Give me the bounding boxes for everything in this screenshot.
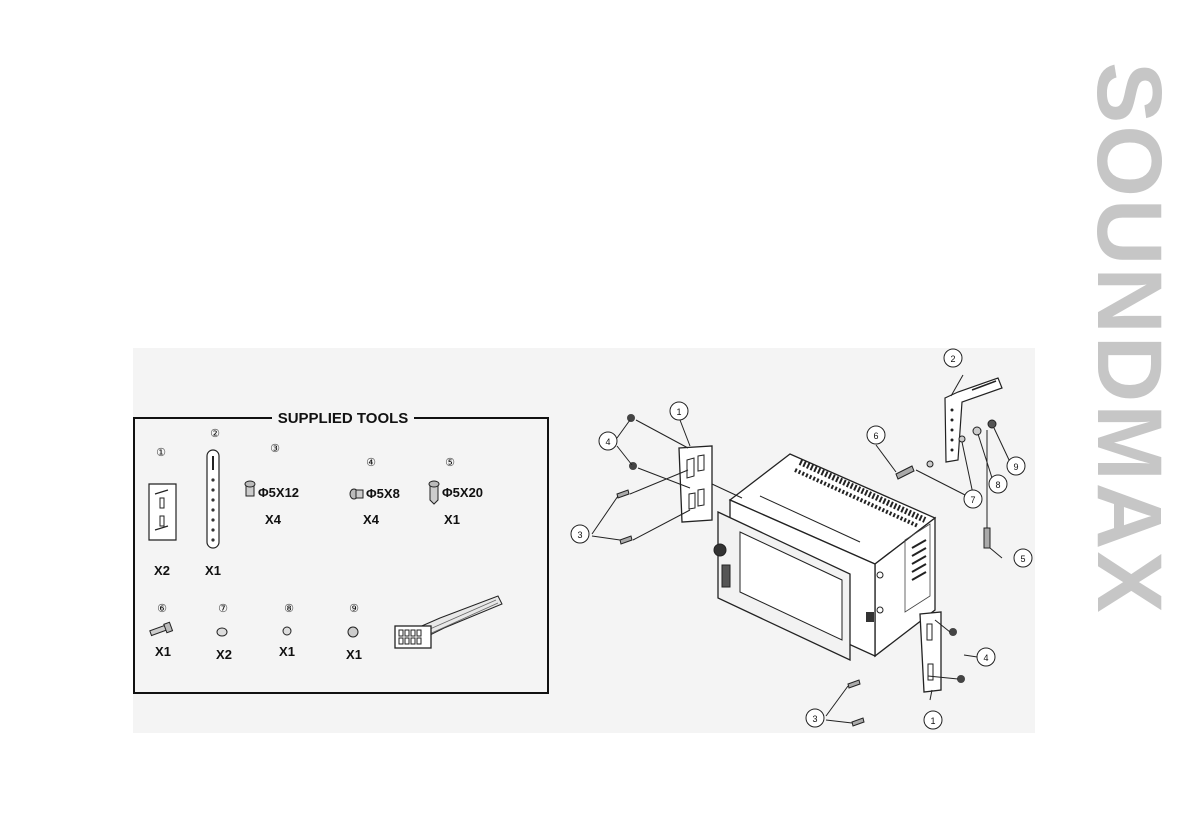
brand-logo: SOUNDMAX (1078, 62, 1180, 615)
long-screw-icon (428, 480, 440, 505)
callout-1-bottom: 1 (923, 710, 943, 730)
tool-number-2: ② (210, 428, 220, 440)
svg-text:5: 5 (1020, 554, 1025, 564)
callout-5: 5 (1013, 548, 1033, 568)
wiring-harness-icon (394, 595, 503, 649)
tool-number-7: ⑦ (218, 603, 228, 615)
head-unit (713, 453, 937, 662)
callout-3-top: 3 (570, 524, 590, 544)
tool-qty-3: X4 (265, 512, 282, 527)
svg-text:4: 4 (605, 437, 610, 447)
callout-7: 7 (963, 489, 983, 509)
tool-number-9: ⑨ (349, 603, 359, 615)
spring-washer-icon (282, 626, 292, 636)
short-screw-icon (349, 488, 364, 500)
tool-number-4: ④ (366, 457, 376, 469)
tools-title: SUPPLIED TOOLS (278, 410, 409, 427)
tool-number-6: ⑥ (157, 603, 167, 615)
callout-6: 6 (866, 425, 886, 445)
svg-text:7: 7 (970, 495, 975, 505)
svg-text:3: 3 (812, 714, 817, 724)
svg-text:2: 2 (950, 354, 955, 364)
tool-number-5: ⑤ (445, 457, 455, 469)
tool-spec-3: Φ5X12 (258, 485, 299, 500)
screws (616, 414, 997, 727)
washer-icon (216, 627, 228, 637)
svg-text:8: 8 (995, 480, 1000, 490)
callout-1-top: 1 (669, 401, 689, 421)
callout-8: 8 (988, 474, 1008, 494)
tool-qty-7: X2 (216, 647, 232, 662)
brand-text: SOUNDMAX (1078, 62, 1180, 615)
tool-spec-5: Φ5X20 (442, 485, 483, 500)
callout-9: 9 (1006, 456, 1026, 476)
tool-number-3: ③ (270, 443, 280, 455)
svg-text:1: 1 (676, 407, 681, 417)
leader-lines (591, 374, 1011, 724)
svg-text:4: 4 (983, 653, 988, 663)
callout-4-top: 4 (598, 431, 618, 451)
tool-qty-6: X1 (155, 644, 171, 659)
exploded-assembly: 1 4 3 2 6 9 8 (570, 348, 1033, 730)
bracket-icon (148, 483, 177, 541)
callout-3-bottom: 3 (805, 708, 825, 728)
tool-qty-5: X1 (444, 512, 460, 527)
strap-icon (206, 449, 220, 549)
callout-2: 2 (943, 348, 963, 368)
svg-text:1: 1 (930, 716, 935, 726)
tool-qty-8: X1 (279, 644, 295, 659)
svg-text:3: 3 (577, 530, 582, 540)
svg-text:6: 6 (873, 431, 878, 441)
tool-number-8: ⑧ (284, 603, 294, 615)
tool-number-1: ① (156, 447, 166, 459)
bolt-icon (149, 621, 174, 637)
screw-icon (244, 480, 256, 497)
tool-qty-4: X4 (363, 512, 380, 527)
tool-qty-9: X1 (346, 647, 362, 662)
left-bracket (678, 445, 713, 523)
svg-text:9: 9 (1013, 462, 1018, 472)
right-bracket (919, 611, 942, 693)
supplied-tools-box: SUPPLIED TOOLS ① X2 ② X1 ③ (133, 408, 549, 694)
tool-qty-2: X1 (205, 563, 221, 578)
callout-4-bottom: 4 (976, 647, 996, 667)
tool-qty-1: X2 (154, 563, 170, 578)
tool-spec-4: Φ5X8 (366, 486, 400, 501)
nut-icon (347, 626, 359, 638)
